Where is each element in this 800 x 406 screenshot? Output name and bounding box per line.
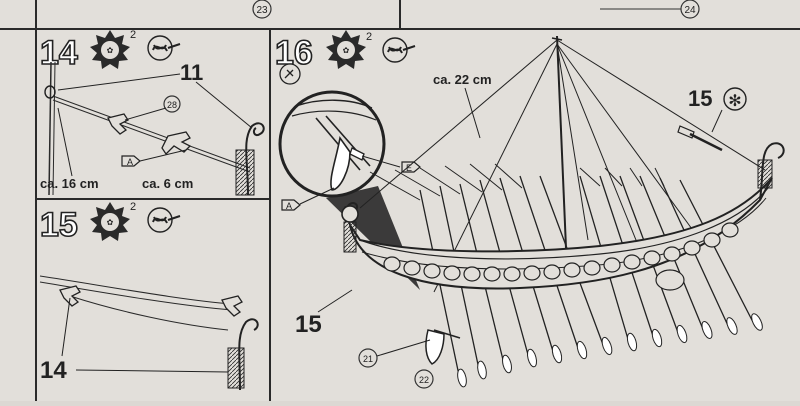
label-step16-sun_count: 2 — [366, 31, 372, 43]
step-15-panel: 15 ✿ 2 14 — [39, 201, 259, 391]
pulley-block-11 — [161, 131, 192, 156]
oar-handles — [369, 163, 665, 201]
label-step14-length_short: ca. 6 cm — [142, 176, 193, 191]
rudder — [425, 329, 461, 365]
label-step16-marker_a: A — [286, 201, 292, 211]
shields — [383, 222, 739, 282]
rope — [52, 95, 251, 169]
viking-ship-hull — [341, 142, 785, 291]
callout-21: 21 — [358, 339, 431, 368]
rope — [359, 39, 558, 209]
rope — [556, 39, 766, 171]
label-step16-length_rope: ca. 22 cm — [433, 72, 492, 87]
dragon-stern — [235, 122, 265, 196]
step-16-panel: 16 ✿ 2 E — [274, 30, 785, 389]
step-number: 15 — [40, 206, 78, 244]
top-callout-23: 23 — [252, 0, 272, 19]
rope-knot-icon — [147, 207, 181, 233]
label-top_strip-callout_right: 24 — [684, 5, 696, 16]
label-step15-sun_count: 2 — [130, 201, 136, 213]
svg-text:✿: ✿ — [107, 218, 114, 227]
pulley-block — [59, 285, 81, 307]
marker-e: E — [401, 161, 421, 173]
top-callout-24: 24 — [600, 0, 700, 19]
mast — [48, 61, 52, 196]
label-step16-part_15: 15 — [295, 311, 322, 338]
glue-sun-icon: ✿ — [90, 30, 130, 69]
step-number: 14 — [40, 34, 78, 72]
rope-knot-icon — [147, 35, 181, 61]
label-step14-sun_count: 2 — [130, 29, 136, 41]
mast — [556, 35, 567, 249]
asterisk-icon: ✻ — [723, 87, 747, 111]
step-14-panel: 14 ✿ 2 11 — [39, 29, 265, 196]
svg-text:✿: ✿ — [343, 46, 350, 55]
label-step14-part_28: 28 — [167, 100, 177, 110]
label-step14-marker_a: A — [127, 157, 133, 167]
svg-text:✿: ✿ — [107, 46, 114, 55]
step-number: 16 — [275, 34, 313, 72]
label-step16-marker_e: E — [406, 163, 412, 173]
detail-small-icon — [279, 63, 301, 85]
glue-sun-icon: ✿ — [326, 30, 366, 69]
label-step14-length_long: ca. 16 cm — [40, 176, 99, 191]
label-step14-part_11: 11 — [180, 60, 203, 85]
dragon-stern — [227, 318, 259, 391]
callout-22: 22 — [414, 369, 434, 389]
rope-knot-icon — [382, 37, 416, 63]
label-step15-part_14: 14 — [40, 357, 67, 384]
svg-text:✻: ✻ — [728, 93, 741, 110]
label-step16-part_21: 21 — [363, 354, 373, 364]
label-step16-part_22: 22 — [419, 375, 429, 385]
marker-a: A — [121, 155, 141, 167]
callout-28: 28 — [124, 95, 181, 121]
pulley-block-28 — [107, 113, 129, 135]
oar-blades — [457, 313, 763, 388]
pulley-block — [221, 295, 243, 317]
label-step16-ref_step: 15 — [688, 86, 712, 111]
marker-a: A — [281, 199, 301, 211]
label-top_strip-callout_left: 23 — [256, 5, 268, 16]
glue-sun-icon: ✿ — [90, 202, 130, 241]
